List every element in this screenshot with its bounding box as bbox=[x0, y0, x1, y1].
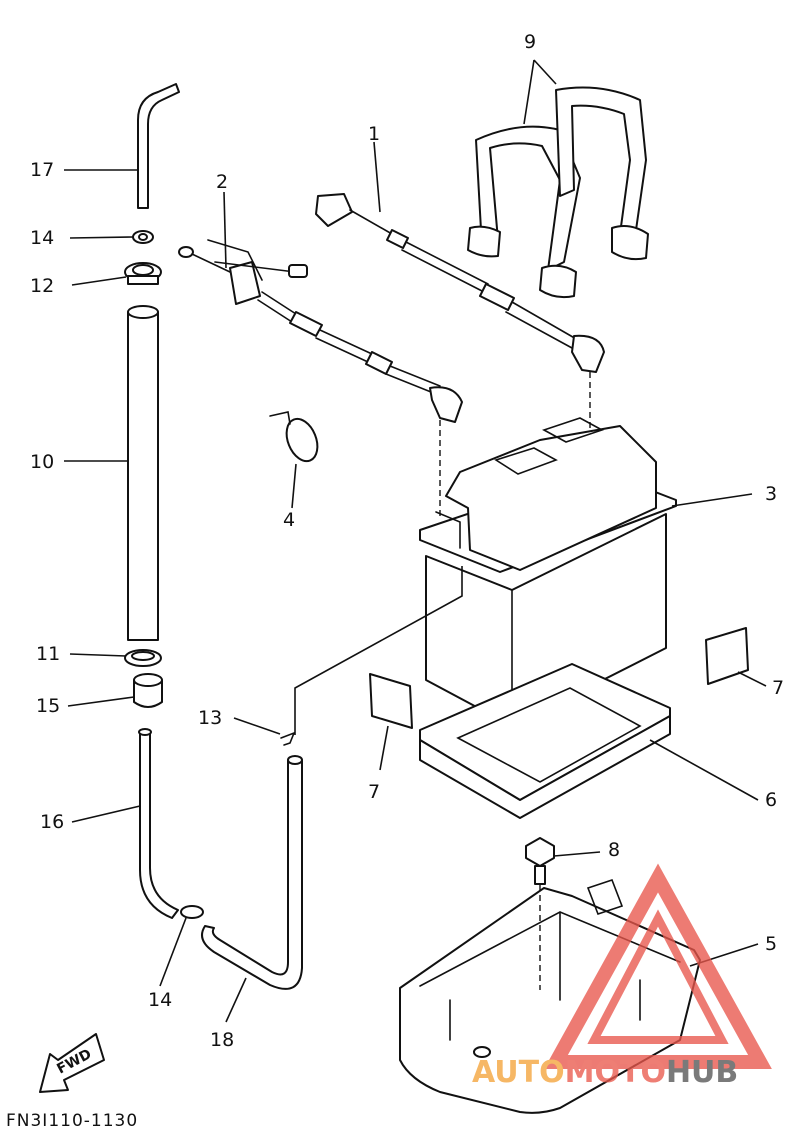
callout-15: 15 bbox=[36, 695, 60, 717]
battery bbox=[419, 417, 677, 727]
hose-fitting bbox=[280, 731, 296, 746]
callout-2: 2 bbox=[216, 171, 228, 193]
battery-seal-right bbox=[705, 627, 749, 685]
figure-code: FN3I110-1130 bbox=[6, 1111, 138, 1131]
fwd-arrow: FWD bbox=[39, 1033, 105, 1093]
callout-9: 9 bbox=[524, 31, 536, 53]
callout-3: 3 bbox=[765, 483, 777, 505]
cable-band bbox=[269, 411, 319, 463]
watermark-hub: HUB bbox=[666, 1055, 738, 1090]
pipe-clip bbox=[124, 649, 162, 667]
callout-14-lower: 14 bbox=[148, 989, 172, 1011]
callout-7-left: 7 bbox=[368, 781, 380, 803]
callout-14-upper: 14 bbox=[30, 227, 54, 249]
callout-11: 11 bbox=[36, 643, 60, 665]
positive-cable bbox=[315, 193, 605, 373]
callout-6: 6 bbox=[765, 789, 777, 811]
bolt bbox=[525, 837, 555, 885]
pipe-clamp bbox=[124, 262, 162, 285]
breather-hose-upper bbox=[137, 83, 180, 209]
watermark-moto: MOTO bbox=[565, 1055, 666, 1090]
breather-hose-lower bbox=[138, 728, 179, 919]
battery-pad bbox=[419, 663, 671, 819]
pipe-joint bbox=[133, 673, 163, 708]
callout-8: 8 bbox=[608, 839, 620, 861]
negative-cable bbox=[178, 246, 463, 423]
callout-12: 12 bbox=[30, 275, 54, 297]
callout-18: 18 bbox=[210, 1029, 234, 1051]
callout-1: 1 bbox=[368, 123, 380, 145]
battery-seal-left bbox=[369, 673, 413, 729]
callout-7-right: 7 bbox=[772, 677, 784, 699]
drain-hose bbox=[201, 755, 303, 990]
callout-5: 5 bbox=[765, 933, 777, 955]
watermark-logo: AUTOMOTOHUB bbox=[472, 863, 772, 1090]
callout-17: 17 bbox=[30, 159, 54, 181]
hose-clip-lower bbox=[180, 905, 204, 919]
hose-clip-upper bbox=[132, 230, 154, 244]
watermark-auto: AUTO bbox=[472, 1055, 565, 1090]
callout-13: 13 bbox=[198, 707, 222, 729]
callout-16: 16 bbox=[40, 811, 64, 833]
breather-pipe bbox=[127, 305, 159, 641]
svg-text:AUTOMOTOHUB: AUTOMOTOHUB bbox=[472, 1055, 738, 1090]
callout-10: 10 bbox=[30, 451, 54, 473]
callout-4: 4 bbox=[283, 509, 295, 531]
battery-band bbox=[467, 86, 649, 299]
